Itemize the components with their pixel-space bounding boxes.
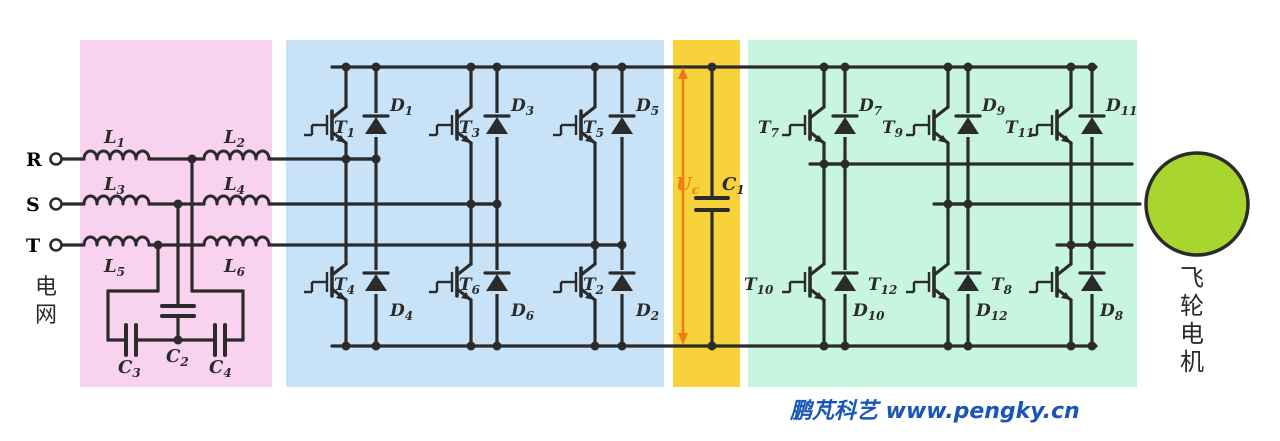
voltage-arrow-uc bbox=[678, 67, 688, 345]
inductor-label: L4 bbox=[223, 174, 245, 197]
rectifier-label-d-lower: D2 bbox=[635, 301, 659, 323]
rectifier-label-d-lower: D6 bbox=[510, 301, 535, 323]
panels bbox=[80, 40, 1137, 387]
rectifier-label-t-upper: T5 bbox=[583, 118, 604, 140]
rectifier-label-t-upper: T3 bbox=[459, 118, 480, 140]
capacitor-c2 bbox=[160, 304, 196, 318]
rectifier-label-t-lower: T2 bbox=[583, 275, 604, 297]
rectifier-panel bbox=[286, 40, 664, 387]
inverter-label-d-lower: D10 bbox=[852, 301, 885, 323]
inverter-label-d-lower: D8 bbox=[1099, 301, 1124, 323]
grid-input: R S T 电 网 bbox=[26, 149, 63, 328]
rectifier-label-d-lower: D4 bbox=[389, 301, 413, 323]
inductor-label: L1 bbox=[103, 127, 125, 150]
phase-label-s: S bbox=[26, 194, 40, 216]
motor-label-char: 电 bbox=[1180, 320, 1204, 348]
rectifier-label-d-upper: D1 bbox=[389, 96, 413, 118]
phase-label-t: T bbox=[26, 235, 40, 257]
motor-label-char: 轮 bbox=[1180, 292, 1204, 320]
inverter-label-t-lower: T12 bbox=[868, 275, 897, 297]
phase-label-r: R bbox=[26, 149, 42, 171]
terminal-s bbox=[49, 197, 63, 211]
terminal-r bbox=[49, 152, 63, 166]
inverter-label-d-upper: D9 bbox=[981, 96, 1006, 118]
inverter-label-d-upper: D11 bbox=[1105, 96, 1137, 118]
capacitor-label: C2 bbox=[166, 346, 189, 369]
inverter-label-d-lower: D12 bbox=[975, 301, 1007, 323]
watermark: 鹏芃科艺 www.pengky.cn bbox=[789, 399, 1080, 424]
rectifier-label-t-lower: T4 bbox=[334, 275, 355, 297]
inverter-label-d-upper: D7 bbox=[858, 96, 883, 118]
rectifier-label-t-lower: T6 bbox=[459, 275, 481, 297]
inductor-label: L5 bbox=[103, 256, 125, 279]
capacitor-label: C4 bbox=[209, 357, 232, 380]
capacitor-c1 bbox=[694, 196, 730, 212]
grid-label-char-2: 网 bbox=[35, 303, 57, 328]
capacitor-c3 bbox=[124, 323, 138, 357]
rectifier-label-d-upper: D5 bbox=[635, 96, 659, 118]
motor-label-char: 飞 bbox=[1180, 264, 1204, 292]
capacitor-label: C3 bbox=[118, 357, 141, 380]
motor-wiring bbox=[808, 162, 1142, 247]
capacitor-c4 bbox=[213, 323, 227, 357]
inverter-panel bbox=[748, 40, 1137, 387]
rectifier-label-d-upper: D3 bbox=[510, 96, 534, 118]
inductor-label: L6 bbox=[223, 256, 246, 279]
inverter-label-t-lower: T10 bbox=[744, 275, 774, 297]
capacitor-label-c1: C1 bbox=[722, 174, 745, 197]
inductor-label: L2 bbox=[223, 127, 245, 150]
inverter-label-t-upper: T11 bbox=[1005, 118, 1034, 140]
inverter-label-t-upper: T9 bbox=[882, 118, 904, 140]
voltage-label-uc: Uc bbox=[676, 174, 700, 197]
inverter-label-t-upper: T7 bbox=[758, 118, 780, 140]
rectifier-label-t-upper: T1 bbox=[334, 118, 355, 140]
semiconductors bbox=[302, 105, 1106, 302]
motor-label-char: 机 bbox=[1180, 348, 1204, 376]
flywheel-motor bbox=[1144, 151, 1250, 257]
grid-label-char-1: 电 bbox=[35, 275, 57, 300]
terminal-t bbox=[49, 238, 63, 252]
filter-panel bbox=[80, 40, 272, 387]
inverter-label-t-lower: T8 bbox=[991, 275, 1013, 297]
inductor-label: L3 bbox=[103, 174, 125, 197]
